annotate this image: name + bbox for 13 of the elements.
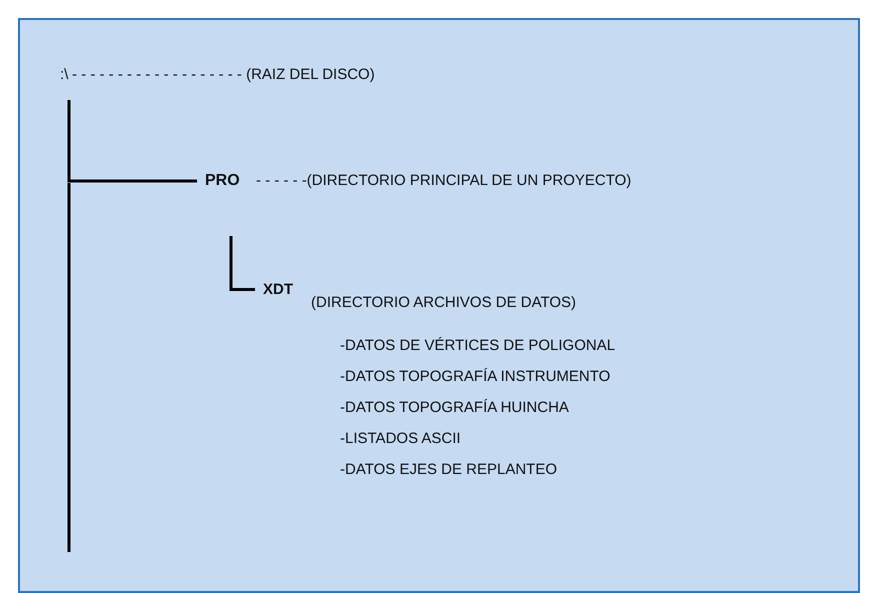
- folder-description: - - - - - - - - - - - - - - - - - - - (RAIZ DEL DISCO): [72, 66, 375, 83]
- folder-description: (DIRECTORIO ARCHIVOS DE DATOS): [311, 294, 576, 311]
- list-item: -LISTADOS ASCII: [340, 430, 461, 447]
- tree-connector: [68, 100, 197, 182]
- folder-name: PRO: [205, 172, 240, 190]
- root-label: :\: [60, 66, 68, 83]
- list-item: -DATOS TOPOGRAFÍA INSTRUMENTO: [340, 368, 610, 385]
- list-item: -DATOS TOPOGRAFÍA HUINCHA: [340, 399, 569, 416]
- list-item: -DATOS EJES DE REPLANTEO: [340, 461, 557, 478]
- tree-connector: [230, 236, 255, 291]
- list-item: -DATOS DE VÉRTICES DE POLIGONAL: [340, 337, 616, 354]
- folder-description: - - - - - -(DIRECTORIO PRINCIPAL DE UN PROYECTO): [256, 172, 632, 189]
- folder-name: XDT: [263, 281, 293, 298]
